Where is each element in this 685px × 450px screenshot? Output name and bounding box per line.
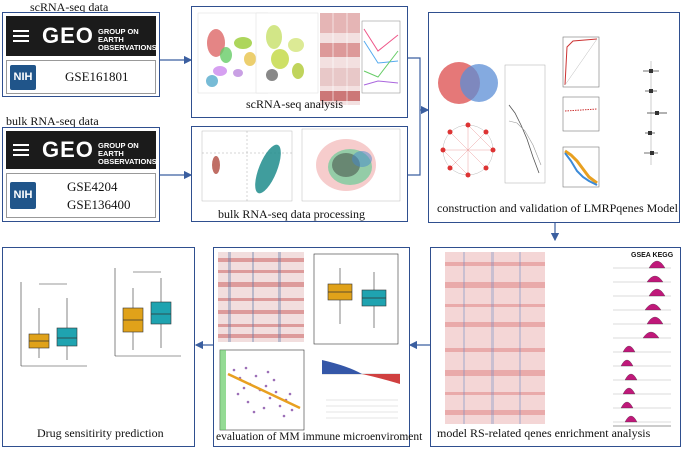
pca-plot [201, 130, 293, 202]
drug-boxplot [20, 282, 87, 367]
immune-heatmap [218, 252, 304, 342]
correlation-network [440, 122, 496, 178]
bulk-processing-label: bulk RNA-seq data processing [218, 207, 365, 221]
drug-label: Drug sensitirity prediction [37, 426, 164, 440]
nih-logo: NIH [10, 65, 36, 90]
nih-box: NIH GSE4204 GSE136400 [6, 173, 156, 218]
immune-panel: evaluation of MM immune microenviroment [213, 247, 422, 447]
gsea-title: GSEA KEGG [631, 252, 674, 259]
venn-diagram [438, 62, 498, 104]
geo-logo: GEO [42, 23, 94, 48]
nih-logo: NIH [10, 182, 36, 209]
menu-icon [13, 30, 29, 42]
forest-plot [643, 61, 667, 165]
enrichment-panel: GSEA KEGG model RS-related qenes enrichm… [430, 247, 681, 447]
immune-label: evaluation of MM immune microenviroment [216, 431, 423, 443]
trajectory-plot [361, 20, 401, 94]
scrna-analysis-panel: scRNA-seq analysis [191, 6, 408, 118]
drug-panel: Drug sensitirity prediction [2, 247, 195, 447]
enrichment-label: model RS-related qenes enrichment analys… [437, 426, 651, 440]
gene-heatmap [445, 252, 545, 424]
immune-waterfall [318, 352, 402, 428]
umap-plot [255, 12, 319, 94]
immune-boxplot [313, 253, 399, 345]
bulk-data-label: bulk RNA-seq data [6, 114, 99, 128]
gsea-ridge-plot [613, 260, 671, 427]
nih-box: NIH GSE161801 [6, 60, 156, 94]
dataset-id: GSE136400 [67, 197, 131, 212]
dataset-id: GSE161801 [65, 69, 129, 84]
dataset-id: GSE4204 [67, 179, 118, 194]
bulk-processing-panel: bulk RNA-seq data processing [191, 126, 408, 222]
scrna-data-label: scRNA-seq data [30, 0, 109, 14]
arrow-analysis-to-model [408, 57, 421, 110]
model-panel: construction and validation of LMRPqenes… [428, 12, 680, 223]
scrna-analysis-label: scRNA-seq analysis [246, 97, 343, 111]
correlation-scatter [219, 349, 305, 431]
menu-icon [13, 144, 29, 156]
risk-score-plot [562, 96, 600, 132]
drug-boxplot [114, 268, 181, 357]
model-label: construction and validation of LMRPqenes… [437, 201, 678, 215]
pca-plot [301, 128, 401, 202]
roc-curve [562, 36, 600, 88]
geo-logo: GEO [42, 137, 94, 162]
arrow-processing-to-model [408, 110, 421, 176]
survival-curve [562, 146, 600, 188]
expression-heatmap [320, 13, 360, 105]
lasso-plot [504, 64, 546, 184]
